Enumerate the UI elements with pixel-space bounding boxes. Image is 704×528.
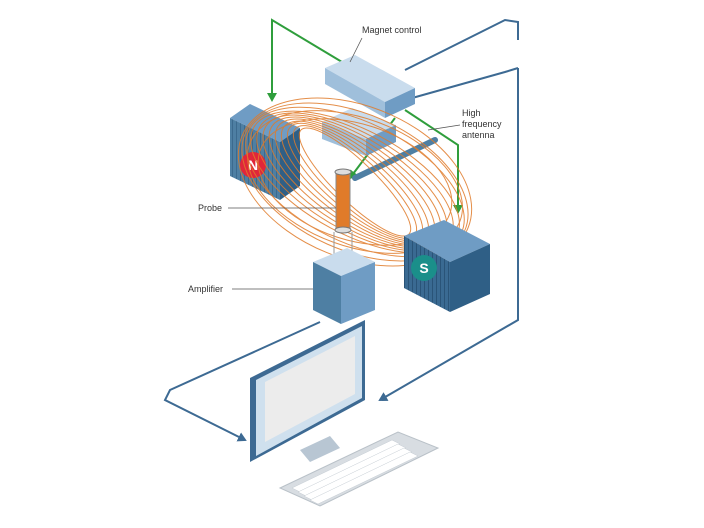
amplifier-block <box>313 248 375 324</box>
south-label: S <box>419 260 428 276</box>
label-hf-antenna-3: antenna <box>462 130 495 140</box>
label-hf-antenna-2: frequency <box>462 119 502 129</box>
label-amplifier: Amplifier <box>188 284 223 294</box>
cable-hf-antenna <box>404 67 519 101</box>
cable-monitor-long <box>378 68 519 402</box>
cable-magnet-control <box>404 18 519 71</box>
antenna-rod <box>352 137 438 181</box>
arrow-to-north <box>267 18 343 102</box>
keyboard <box>278 431 440 507</box>
arrow-to-south <box>404 109 463 214</box>
label-magnet-control: Magnet control <box>362 25 422 35</box>
south-magnet: S <box>404 220 490 312</box>
label-hf-antenna-1: High <box>462 108 481 118</box>
labels: Magnet control High frequency antenna Pr… <box>188 25 502 294</box>
computer-monitor <box>250 320 365 462</box>
cable-amplifier <box>163 321 321 442</box>
south-pole-badge <box>411 255 437 281</box>
blue-cables <box>163 18 519 442</box>
north-label: N <box>248 157 258 173</box>
magnet-control-block <box>325 55 415 118</box>
label-probe: Probe <box>198 203 222 213</box>
